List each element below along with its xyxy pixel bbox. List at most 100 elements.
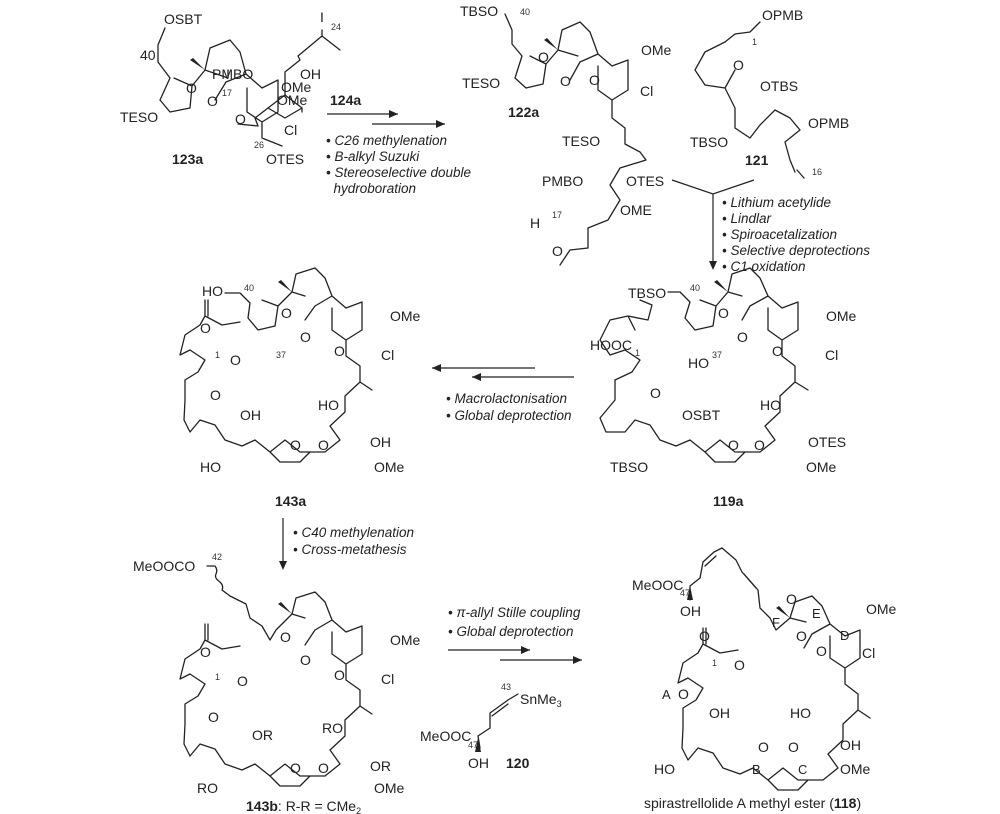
condition-item: • Cross-metathesis	[293, 542, 407, 557]
atom-label: OPMB	[808, 115, 849, 131]
compound-label: 121	[745, 152, 769, 168]
atom-label: O	[230, 352, 241, 368]
atom-label: O	[758, 739, 769, 755]
atom-label: O	[678, 686, 689, 702]
compound-119a: TBSO 40 HOOC 1 HO 37 O O O OMe Cl O OSBT…	[590, 267, 857, 509]
atom-label: O	[318, 760, 329, 776]
compound-143a: HO 40 O 1 O 37 O O O OMe Cl O OH HO OH H…	[179, 267, 421, 509]
atom-label: RO	[322, 720, 343, 736]
position-number: 1	[635, 348, 640, 358]
atom-label: OMe	[277, 92, 308, 108]
compound-118: MeOOC 47 OH O 1 O O F E O D O OMe Cl A O…	[632, 547, 897, 811]
condition-item: • C40 methylenation	[293, 525, 414, 540]
conditions-step3: • Macrolactonisation • Global deprotecti…	[446, 391, 572, 423]
atom-label: O	[290, 760, 301, 776]
atom-label: TBSO	[690, 134, 728, 150]
compound-caption-text: : R-R = CMe	[278, 798, 356, 814]
atom-label: TBSO	[610, 459, 648, 475]
ring-label: F	[772, 615, 780, 630]
atom-label: SnMe3	[520, 691, 562, 709]
compound-120: 43 SnMe3 MeOOC 47 OH 120	[420, 682, 562, 771]
condition-item: • Selective deprotections	[722, 243, 870, 258]
position-number: 1	[215, 672, 220, 682]
position-number: 26	[254, 140, 264, 150]
position-number: 24	[331, 22, 341, 32]
position-number: 42	[212, 552, 222, 562]
atom-label: TESO	[562, 133, 600, 149]
atom-label: O	[816, 643, 827, 659]
atom-label: OTBS	[760, 78, 798, 94]
condition-item: • B-alkyl Suzuki	[326, 149, 420, 164]
atom-label: O	[290, 437, 301, 453]
position-number: 1	[712, 658, 717, 668]
compound-124a: I 24 PMBO OH 17 OMe 124a	[212, 9, 361, 127]
atom-label: PMBO	[212, 66, 253, 82]
position-number: 37	[712, 350, 722, 360]
atom-label: O	[786, 591, 797, 607]
atom-label: O	[552, 243, 563, 259]
atom-label: OTES	[626, 173, 664, 189]
condition-item: • Stereoselective double	[326, 165, 471, 180]
atom-label: TESO	[462, 75, 500, 91]
atom-label: O	[334, 667, 345, 683]
compound-143b: MeOOCO 42 O 1 O O O O OMe Cl O OR RO OR …	[133, 552, 421, 814]
atom-label: O	[733, 57, 744, 73]
atom-label: OME	[620, 202, 652, 218]
atom-label: O	[281, 305, 292, 321]
atom-label: HO	[202, 283, 223, 299]
condition-item: • Macrolactonisation	[446, 391, 567, 406]
atom-label: OR	[252, 727, 273, 743]
ring-label: A	[662, 687, 671, 702]
position-number: 40	[690, 283, 700, 293]
atom-label: I	[320, 9, 324, 25]
position-number: 1	[215, 350, 220, 360]
atom-label: TESO	[120, 109, 158, 125]
compound-122a: TBSO 40 TESO O O O OMe Cl TESO PMBO OTES…	[460, 3, 672, 266]
position-number: 16	[812, 167, 822, 177]
atom-label: OMe	[866, 601, 897, 617]
atom-label: O	[334, 343, 345, 359]
ring-label: B	[752, 762, 761, 777]
atom-label: OH	[709, 705, 730, 721]
compound-label: 143b	[246, 798, 278, 814]
atom-label: O	[788, 739, 799, 755]
reaction-arrow-step3	[432, 364, 574, 381]
atom-label: O	[300, 652, 311, 668]
reaction-arrow-step1	[327, 110, 445, 128]
condition-item: • Lindlar	[722, 211, 772, 226]
position-number: 47	[468, 740, 478, 750]
atom-label: HO	[654, 761, 675, 777]
atom-label: O	[734, 657, 745, 673]
position-number: 1	[752, 37, 757, 47]
atom-label: OMe	[390, 308, 421, 324]
atom-label: OMe	[281, 79, 312, 95]
atom-label: H	[530, 215, 540, 231]
atom-label: O	[200, 644, 211, 660]
atom-label: O	[207, 93, 218, 109]
atom-label: O	[237, 673, 248, 689]
reaction-arrow-step5	[448, 646, 582, 664]
reaction-arrow-step4	[279, 518, 287, 570]
atom-label: O	[560, 73, 571, 89]
conditions-step2: • Lithium acetylide • Lindlar • Spiroace…	[722, 195, 870, 274]
atom-label: Cl	[862, 645, 875, 661]
atom-label: O	[699, 628, 710, 644]
atom-label: Cl	[284, 122, 297, 138]
atom-label: OH	[468, 755, 489, 771]
atom-label: Cl	[381, 671, 394, 687]
compound-121: OPMB 1 O OTBS OPMB TBSO 16 121	[690, 7, 849, 179]
atom-label: O	[280, 629, 291, 645]
atom-label: TBSO	[628, 285, 666, 301]
ring-label: E	[812, 606, 821, 621]
atom-label: PMBO	[542, 173, 583, 189]
atom-label: OH	[680, 603, 701, 619]
compound-caption-text: )	[856, 795, 861, 811]
condition-item: • Lithium acetylide	[722, 195, 831, 210]
atom-label: OH	[300, 66, 321, 82]
condition-item: • C1 oxidation	[722, 259, 806, 274]
atom-label: O	[737, 329, 748, 345]
position-number: 40	[520, 7, 530, 17]
atom-label: OH	[370, 434, 391, 450]
ring-label: C	[798, 762, 807, 777]
